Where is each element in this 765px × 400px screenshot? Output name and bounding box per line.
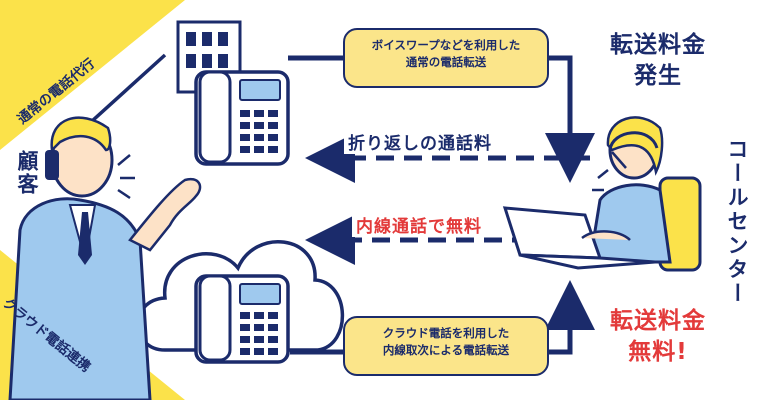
top-bubble-line1: ボイスワープなどを利用した	[371, 38, 521, 52]
bottom-bubble-line1: クラウド電話を利用した	[382, 326, 510, 340]
extension-free-label: 内線通話で無料	[352, 212, 486, 237]
customer-label: 顧客	[15, 150, 39, 196]
office-phone-icon	[194, 70, 290, 166]
top-bubble-line2: 通常の電話転送	[405, 55, 487, 69]
fee-free-line2: 無料!	[628, 339, 688, 365]
bottom-transfer-bubble: クラウド電話を利用した 内線取次による電話転送	[343, 316, 549, 376]
operator-illustration	[502, 116, 702, 272]
top-transfer-bubble: ボイスワープなどを利用した 通常の電話転送	[343, 28, 549, 88]
fee-incurred-line2: 発生	[634, 63, 682, 89]
fee-free-line1: 転送料金	[610, 308, 706, 334]
fee-incurred-line1: 転送料金	[610, 32, 706, 58]
callback-fee-label: 折り返しの通話料	[344, 129, 496, 154]
fee-free-label: 転送料金 無料!	[598, 306, 718, 368]
top-left-corner-banner	[0, 0, 185, 150]
call-center-label: コールセンター	[725, 138, 749, 306]
bottom-bubble-line2: 内線取次による電話転送	[382, 343, 510, 357]
fee-incurred-label: 転送料金 発生	[598, 30, 718, 92]
customer-person-illustration	[8, 116, 202, 400]
cloud-phone-icon	[194, 274, 290, 364]
